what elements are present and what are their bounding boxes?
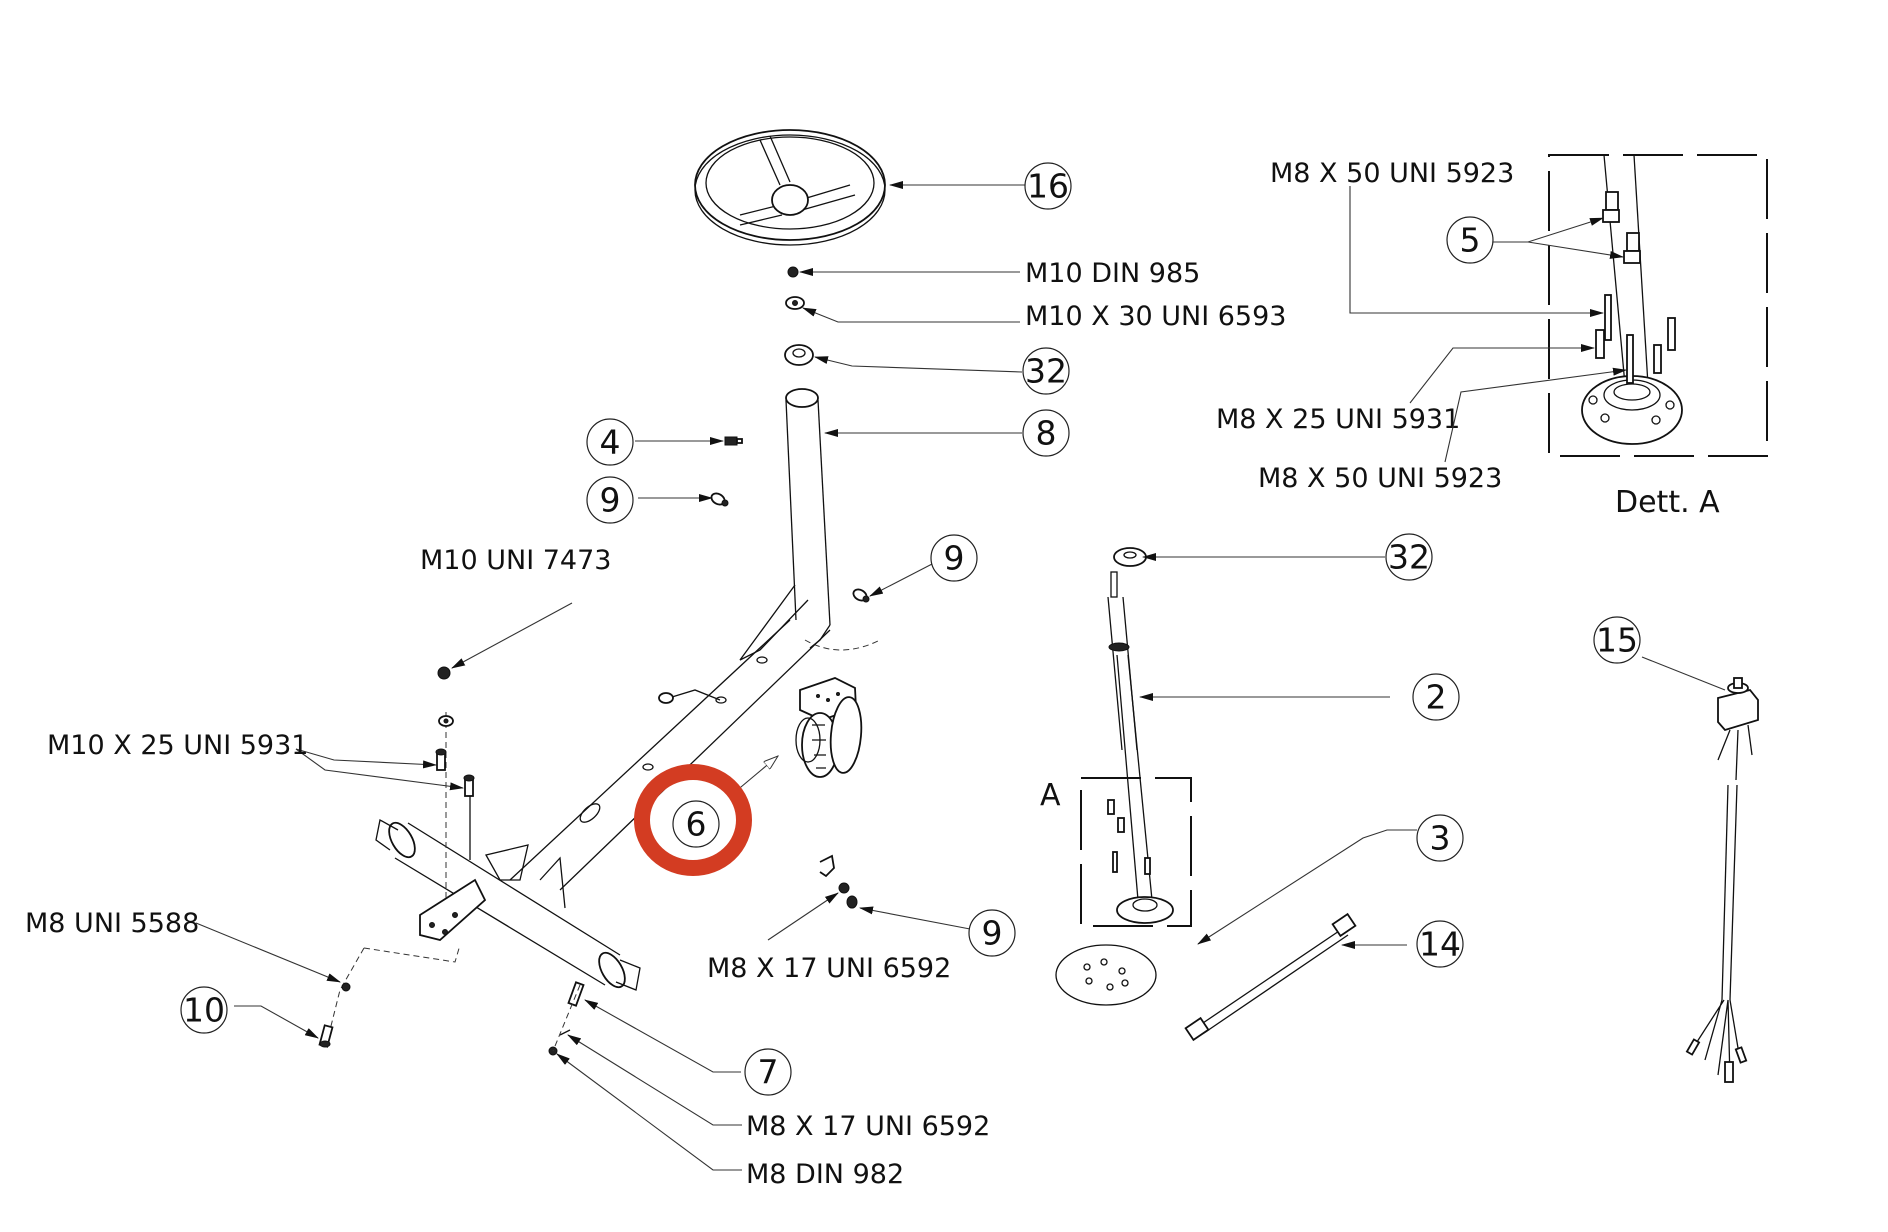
balloon-number: 10 xyxy=(183,991,225,1030)
leader-m8x17-mid xyxy=(767,892,839,941)
balloon-number: 2 xyxy=(1426,678,1447,717)
nut-m8-uni-5588-part xyxy=(341,982,351,992)
balloon-7[interactable]: 7 xyxy=(744,1048,792,1096)
balloon-number: 32 xyxy=(1025,352,1067,391)
balloon-number: 32 xyxy=(1388,538,1430,577)
leader-5-b xyxy=(1493,241,1624,259)
balloon-number: 15 xyxy=(1596,621,1638,660)
balloon-16[interactable]: 16 xyxy=(1024,162,1072,210)
balloon-32-right[interactable]: 32 xyxy=(1385,533,1433,581)
steering-wheel-part xyxy=(694,129,886,246)
leader-10 xyxy=(234,1005,319,1039)
steering-column-frame-part xyxy=(329,388,881,1031)
balloon-number: 9 xyxy=(982,914,1003,953)
label-m10x30-uni-6593: M10 X 30 UNI 6593 xyxy=(1025,301,1286,332)
bearing-part xyxy=(784,344,814,366)
leader-m8-uni-5588 xyxy=(195,922,341,983)
leader-m8x17-bottom xyxy=(567,1034,742,1126)
highlight-ring xyxy=(634,764,752,876)
balloon-2[interactable]: 2 xyxy=(1412,673,1460,721)
balloon-number: 16 xyxy=(1027,167,1069,206)
leader-6 xyxy=(734,756,778,793)
balloon-9-left[interactable]: 9 xyxy=(586,476,634,524)
drive-wheel-part-6 xyxy=(795,677,863,778)
detail-a-frame xyxy=(1548,154,1768,457)
leader-m10x30 xyxy=(802,307,1020,323)
balloon-number: 6 xyxy=(686,805,707,844)
bearing-part-right xyxy=(1113,547,1147,567)
balloon-number: 3 xyxy=(1430,819,1451,858)
label-m8x50-uni-5923-bottom: M8 X 50 UNI 5923 xyxy=(1258,463,1502,494)
balloon-32-top[interactable]: 32 xyxy=(1022,347,1070,395)
leader-32-top xyxy=(814,356,1023,373)
balloon-number: 7 xyxy=(758,1053,779,1092)
leader-7 xyxy=(584,999,741,1073)
balloon-8[interactable]: 8 xyxy=(1022,409,1070,457)
balloon-number: 4 xyxy=(600,423,621,462)
balloon-9-mid[interactable]: 9 xyxy=(930,534,978,582)
cable-clamp-part xyxy=(819,854,858,909)
washer-m10x30-part xyxy=(785,296,805,310)
balloon-number: 9 xyxy=(600,481,621,520)
detail-a-view xyxy=(1548,154,1768,457)
balloon-number: 9 xyxy=(944,539,965,578)
cover-plate-part-3 xyxy=(1055,944,1157,1006)
cable-clip-part-9-mid xyxy=(852,588,870,603)
balloon-number: 14 xyxy=(1419,925,1461,964)
label-m10-uni-7473: M10 UNI 7473 xyxy=(420,545,611,576)
leader-15 xyxy=(1641,656,1726,691)
leader-m10x25-a xyxy=(295,748,437,769)
balloon-6[interactable]: 6 xyxy=(672,800,720,848)
label-m8x50-uni-5923-top: M8 X 50 UNI 5923 xyxy=(1270,158,1514,189)
nut-m10-din-985-part xyxy=(787,266,799,278)
label-m8-uni-5588: M8 UNI 5588 xyxy=(25,908,199,939)
connector-part-4 xyxy=(724,436,743,446)
screw-part-10 xyxy=(318,1024,334,1048)
balloon-3[interactable]: 3 xyxy=(1416,814,1464,862)
detail-a-marker-label: A xyxy=(1040,778,1061,813)
leader-m8x50-bottom xyxy=(1444,367,1627,463)
leader-m10-uni-7473 xyxy=(451,602,573,669)
balloon-number: 8 xyxy=(1036,414,1057,453)
balloon-15[interactable]: 15 xyxy=(1593,616,1641,664)
label-m10x25-uni-5931: M10 X 25 UNI 5931 xyxy=(47,730,308,761)
detail-a-marker-box[interactable] xyxy=(1080,777,1192,927)
leader-m10x25-b xyxy=(295,748,464,791)
balloon-9-bottom[interactable]: 9 xyxy=(968,909,1016,957)
nut-m10-uni-7473-part xyxy=(437,666,454,727)
leader-m8x50-top xyxy=(1349,186,1604,317)
balloon-4[interactable]: 4 xyxy=(586,418,634,466)
leader-m8-din-982 xyxy=(556,1053,742,1171)
leader-9-bottom xyxy=(859,906,971,930)
detail-a-title: Dett. A xyxy=(1615,485,1720,520)
label-m8x17-uni-6592-bottom: M8 X 17 UNI 6592 xyxy=(746,1111,990,1142)
balloon-5[interactable]: 5 xyxy=(1446,216,1494,264)
label-m8x17-uni-6592-mid: M8 X 17 UNI 6592 xyxy=(707,953,951,984)
leader-3 xyxy=(1197,829,1417,945)
cable-part-14 xyxy=(1184,912,1357,1042)
balloon-14[interactable]: 14 xyxy=(1416,920,1464,968)
leader-m8x25 xyxy=(1409,344,1595,404)
stud-part-7 xyxy=(548,981,585,1056)
balloon-10[interactable]: 10 xyxy=(180,986,228,1034)
leader-9-mid xyxy=(869,562,935,597)
label-m8x25-uni-5931: M8 X 25 UNI 5931 xyxy=(1216,404,1460,435)
cable-clip-part-9-left xyxy=(710,492,729,507)
balloon-number: 5 xyxy=(1460,221,1481,260)
bolt-m10x25-part xyxy=(435,748,475,797)
switch-harness-part-15 xyxy=(1685,677,1759,1083)
label-m10-din-985: M10 DIN 985 xyxy=(1025,258,1200,289)
label-m8-din-982: M8 DIN 982 xyxy=(746,1159,904,1190)
steering-shaft-part-2 xyxy=(1107,571,1174,924)
